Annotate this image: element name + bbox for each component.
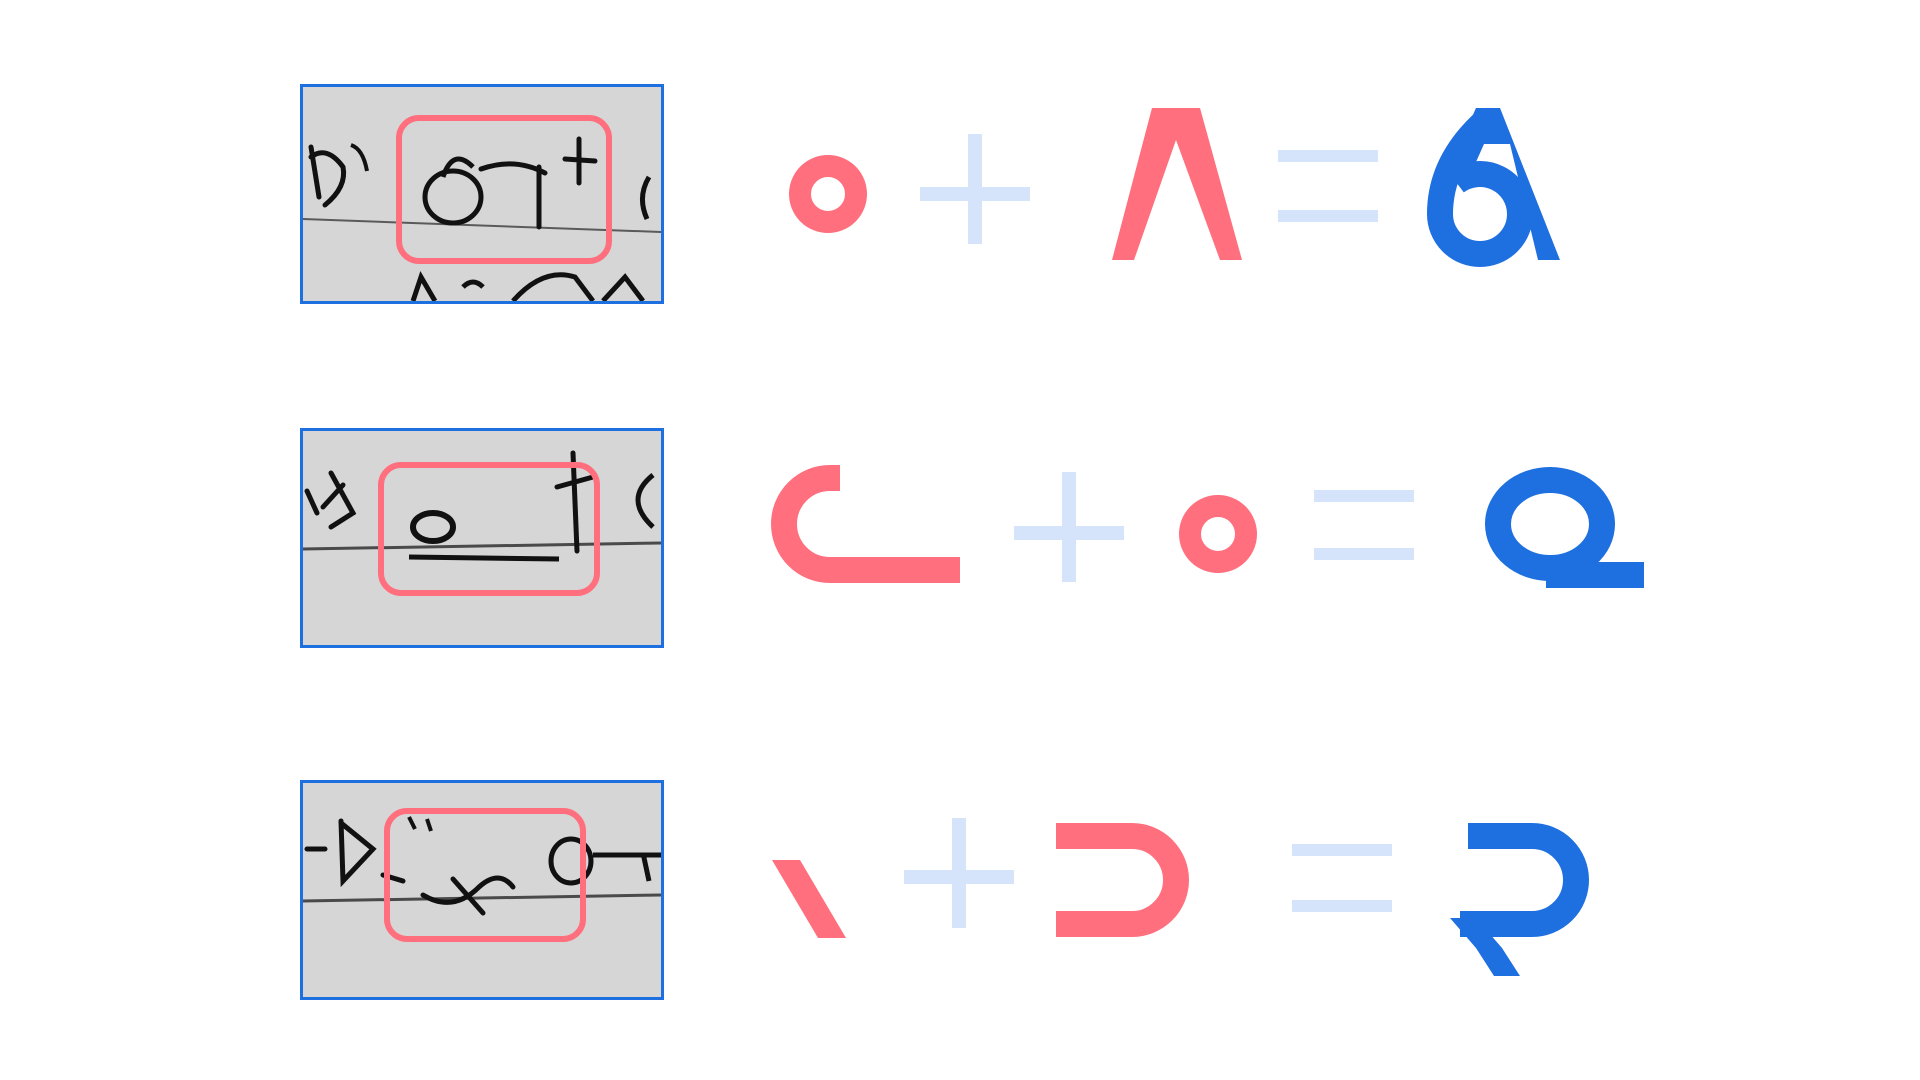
- equation-row-1: [0, 84, 1920, 314]
- handwritten-sample-icon: [303, 87, 661, 301]
- equals-sign-icon: [1292, 844, 1392, 912]
- plus-sign-icon: [920, 134, 1030, 244]
- highlight-box-1: [396, 115, 612, 264]
- equation-row-2: [0, 428, 1920, 658]
- plus-sign-icon: [1014, 472, 1124, 582]
- small-circle-glyph: [1179, 495, 1257, 573]
- equals-sign-icon: [1314, 490, 1414, 560]
- lambda-glyph: [1112, 108, 1242, 260]
- handwriting-crop-3: [300, 780, 664, 1000]
- c-bracket-glyph: [771, 465, 960, 583]
- circle-lambda-ligature-glyph: [1426, 108, 1560, 267]
- backslash-stroke-glyph: [772, 860, 846, 938]
- circle-underline-ligature-glyph: [1485, 467, 1644, 588]
- small-circle-glyph: [789, 155, 867, 233]
- equation-row-3: [0, 780, 1920, 1010]
- handwriting-crop-2: [300, 428, 664, 648]
- hooked-reverse-c-glyph: [1450, 823, 1589, 976]
- handwritten-sample-icon: [303, 431, 661, 645]
- handwritten-sample-icon: [303, 783, 661, 997]
- highlight-box-3: [384, 808, 586, 942]
- equals-sign-icon: [1278, 150, 1378, 222]
- reverse-c-glyph: [1056, 823, 1189, 937]
- highlight-box-2: [378, 462, 600, 596]
- handwriting-crop-1: [300, 84, 664, 304]
- plus-sign-icon: [904, 818, 1014, 928]
